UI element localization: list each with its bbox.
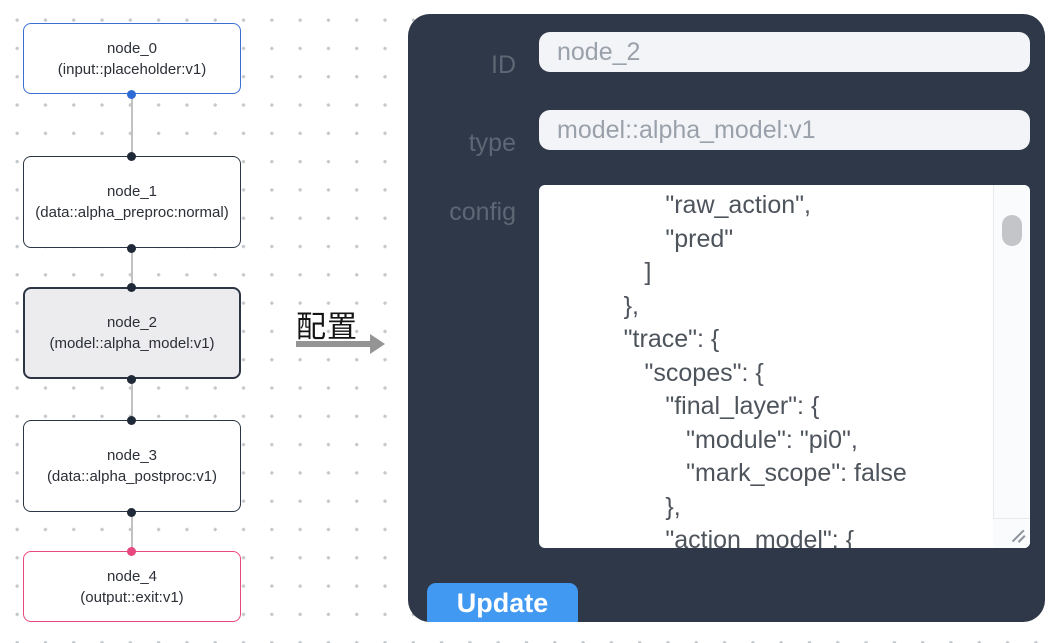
input-handle-node_1[interactable]: [127, 151, 136, 161]
flow-node-node_0[interactable]: node_0 (input::placeholder:v1): [23, 23, 241, 94]
node-subtitle: (model::alpha_model:v1): [49, 335, 215, 352]
type-input[interactable]: [539, 110, 1030, 150]
input-handle-node_4[interactable]: [127, 546, 136, 556]
type-field-label: type: [468, 129, 516, 157]
output-handle-node_0[interactable]: [127, 89, 136, 99]
output-handle-node_3[interactable]: [127, 507, 136, 517]
flow-node-node_2-selected[interactable]: node_2 (model::alpha_model:v1): [23, 287, 241, 379]
update-button[interactable]: Update: [427, 583, 578, 622]
configure-label: 配置: [296, 311, 358, 344]
node-subtitle: (output::exit:v1): [80, 588, 184, 606]
output-handle-node_2[interactable]: [127, 374, 136, 384]
input-handle-node_3[interactable]: [127, 415, 136, 425]
arrow-right-head-icon: [370, 334, 385, 354]
id-field-label: ID: [491, 51, 516, 79]
flow-node-node_4[interactable]: node_4 (output::exit:v1): [23, 551, 241, 622]
output-handle-node_1[interactable]: [127, 243, 136, 253]
node-title: node_1: [106, 183, 158, 200]
node-title: node_2: [106, 314, 158, 331]
node-subtitle: (data::alpha_postproc:v1): [46, 468, 218, 485]
edge-node0-node1: [131, 94, 133, 156]
node-title: node_0: [106, 39, 158, 57]
edge-node1-node2: [131, 248, 133, 287]
config-scrollbar-track[interactable]: [993, 185, 1030, 548]
node-subtitle: (data::alpha_preproc:normal): [35, 204, 229, 221]
resize-handle-icon[interactable]: [1009, 526, 1027, 544]
flow-node-node_1[interactable]: node_1 (data::alpha_preproc:normal): [23, 156, 241, 248]
id-input[interactable]: [539, 32, 1030, 72]
config-scrollbar-thumb[interactable]: [1002, 215, 1022, 246]
node-title: node_4: [106, 567, 158, 585]
config-textarea[interactable]: "raw_action", "pred" ] }, "trace": { "sc…: [539, 185, 1030, 548]
config-scroll-corner: [993, 518, 1030, 548]
node-title: node_3: [106, 447, 158, 464]
flow-node-node_3[interactable]: node_3 (data::alpha_postproc:v1): [23, 420, 241, 512]
config-json-text[interactable]: "raw_action", "pred" ] }, "trace": { "sc…: [623, 191, 907, 548]
input-handle-node_2[interactable]: [127, 282, 136, 292]
node-subtitle: (input::placeholder:v1): [57, 60, 207, 78]
edge-node3-node4: [131, 512, 133, 551]
edge-node2-node3: [131, 379, 133, 420]
node-config-panel: ID type config "raw_action", "pred" ] },…: [408, 14, 1045, 622]
arrow-right-icon: [296, 341, 370, 347]
config-field-label: config: [449, 198, 516, 226]
